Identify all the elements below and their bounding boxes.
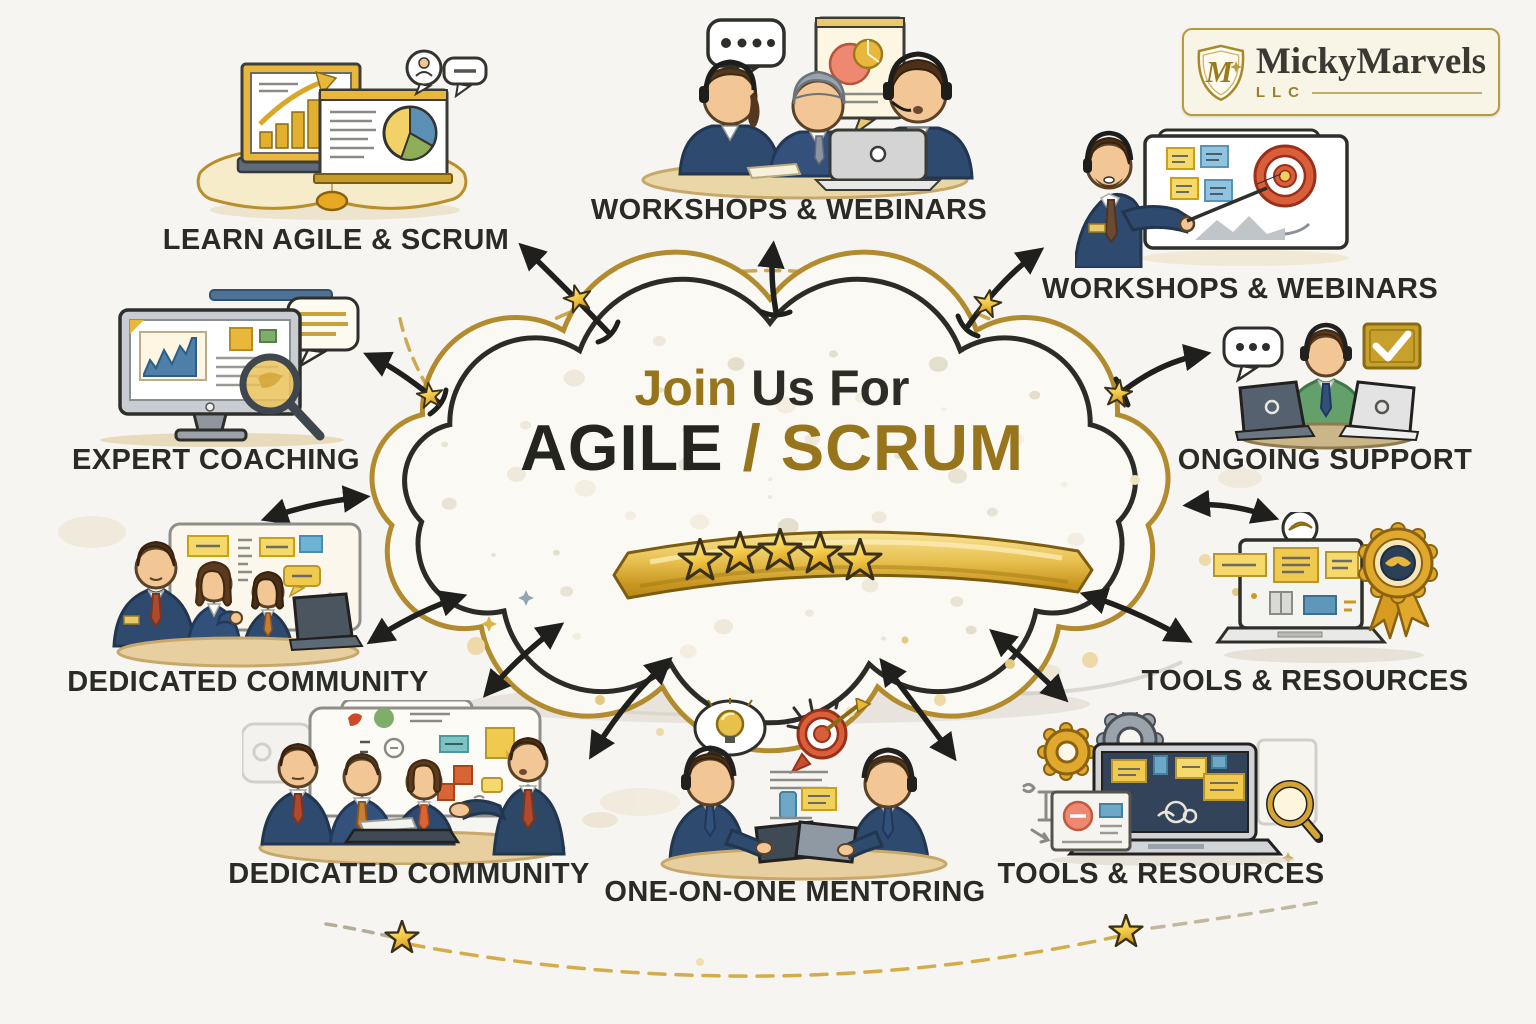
arrow-to-learn-agile-scrum <box>518 242 611 335</box>
cloud-inner-dark-outline <box>402 276 1138 726</box>
brand-suffix: LLC <box>1255 84 1307 101</box>
laptop-right <box>1338 380 1420 442</box>
support-agent <box>1282 322 1370 438</box>
label-tools-resources-bottom: TOOLS & RESOURCES <box>997 858 1325 890</box>
laptop-left <box>1234 380 1316 442</box>
presenter <box>1073 130 1268 270</box>
arrow-cloud-community-bottom-b <box>589 656 673 760</box>
arrow-cloud-community-bottom-a <box>482 622 565 698</box>
arrow-cloud-mentoring <box>879 657 957 762</box>
label-dedicated-community-left: DEDICATED COMMUNITY <box>67 666 429 698</box>
title-join: Join <box>634 360 738 416</box>
arrows <box>260 240 1280 762</box>
label-learn-agile-scrum: LEARN AGILE & SCRUM <box>162 224 510 256</box>
background-splotches <box>58 468 1262 828</box>
arrow-to-workshops-top <box>757 240 785 315</box>
laptop <box>1213 538 1388 644</box>
label-dedicated-community-bottom: DEDICATED COMMUNITY <box>228 858 590 890</box>
title-agile: AGILE <box>519 411 724 484</box>
one-on-one-mentoring-illustration <box>652 696 957 888</box>
arrow-cloud-tools-right-a <box>1079 587 1193 643</box>
rating-ribbon <box>612 528 1094 600</box>
expert-coaching-illustration <box>92 288 362 453</box>
front-panel <box>1050 790 1132 852</box>
arrow-cloud-tools-right-b <box>1182 489 1280 524</box>
label-workshops-webinars-right: WORKSHOPS & WEBINARS <box>1041 273 1439 305</box>
person-left <box>678 59 782 176</box>
speech-bubble-dots <box>706 18 786 88</box>
person-woman-2 <box>242 570 294 648</box>
dashed-arc-bottom-left-gray <box>324 922 394 939</box>
award-rosette <box>1358 522 1438 640</box>
gear-gold <box>1037 722 1097 781</box>
target-with-arrow <box>786 696 872 775</box>
central-title: Join Us For AGILE / SCRUM <box>520 362 1024 482</box>
title-us-for: Us For <box>737 360 910 416</box>
label-one-on-one-mentoring: ONE-ON-ONE MENTORING <box>604 876 986 908</box>
lightbulb-bubble <box>693 698 767 766</box>
workshops-webinars-right-illustration <box>1073 128 1355 273</box>
arrow-cloud-tools-bottom <box>989 628 1069 703</box>
arrow-cloud-community-left-a <box>260 485 371 525</box>
brand-logo: M MickyMarvels LLC <box>1182 28 1500 116</box>
svg-text:M: M <box>1205 55 1234 89</box>
laptop <box>813 128 943 191</box>
doodles <box>1022 782 1055 844</box>
laptops <box>754 820 858 864</box>
magnifier-icon <box>239 353 325 441</box>
dashed-arc-bottom <box>406 934 1122 978</box>
tray <box>343 816 461 844</box>
dedicated-community-left-illustration <box>108 522 368 677</box>
laptop <box>1066 742 1284 856</box>
pie-chart-screen <box>313 88 453 184</box>
person-3 <box>392 758 456 846</box>
title-scrum: / SCRUM <box>723 411 1025 484</box>
dashed-arc-bottom-right-gray <box>1150 900 1322 930</box>
speech-bubbles <box>405 49 488 99</box>
cloud <box>369 249 1171 754</box>
label-expert-coaching: EXPERT COACHING <box>72 444 360 476</box>
ongoing-support-illustration <box>1222 322 1432 457</box>
tools-resources-right-illustration <box>1212 509 1447 672</box>
title-line2: AGILE / SCRUM <box>520 414 1024 482</box>
person-presenter <box>449 736 566 856</box>
shared-notes <box>770 770 837 820</box>
arrow-tail-ticks <box>427 309 1131 417</box>
mentor-left <box>668 745 746 862</box>
laptop <box>288 592 364 652</box>
dedicated-community-bottom-illustration <box>240 698 577 870</box>
speech-bubble-dots <box>1222 326 1284 383</box>
whiteboard <box>1143 128 1349 250</box>
learn-agile-scrum-illustration <box>180 48 490 233</box>
person-woman-1 <box>186 560 243 648</box>
checkmark-badge <box>1362 322 1422 370</box>
cloud-texture-speckles <box>441 335 1085 659</box>
title-line1: Join Us For <box>520 362 1024 414</box>
papers <box>746 162 802 180</box>
shield-icon: M <box>1197 44 1245 102</box>
label-ongoing-support: ONGOING SUPPORT <box>1177 444 1473 476</box>
magnifier-icon <box>1266 780 1324 843</box>
arrow-cloud-community-left-b <box>366 590 468 645</box>
person-man <box>112 540 196 648</box>
label-workshops-webinars-top: WORKSHOPS & WEBINARS <box>590 194 988 226</box>
label-tools-resources-right: TOOLS & RESOURCES <box>1141 665 1469 697</box>
brand-name: MickyMarvels <box>1255 41 1486 82</box>
dashed-arc-top-left-tail <box>397 312 430 390</box>
hands <box>723 828 885 861</box>
workshops-webinars-top-illustration <box>620 12 990 207</box>
ground-shadow <box>1141 250 1349 266</box>
brand-rule <box>1312 91 1482 94</box>
arrow-to-workshops-right <box>965 247 1045 329</box>
ground-shadow <box>1051 854 1295 866</box>
tools-resources-bottom-illustration <box>1008 706 1324 872</box>
person-1 <box>260 742 334 846</box>
ground-shadow <box>1224 647 1424 663</box>
arrow-to-ongoing-support <box>1119 344 1212 395</box>
